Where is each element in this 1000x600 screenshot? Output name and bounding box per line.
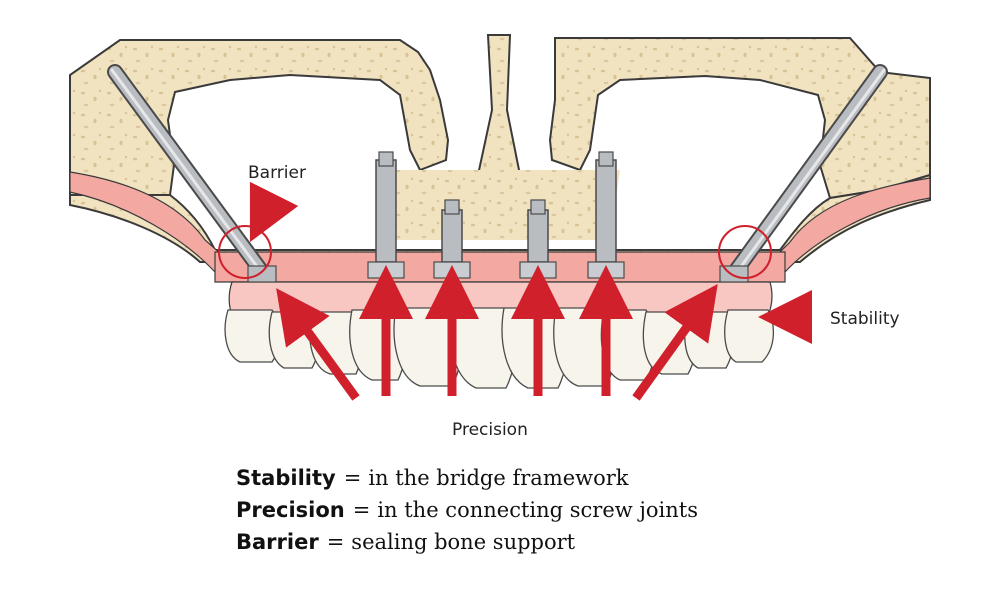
barrier-circle-left — [218, 225, 272, 279]
legend-term: Barrier — [236, 530, 319, 554]
bone-right — [548, 37, 931, 200]
legend-description: in the connecting screw joints — [377, 498, 699, 522]
gum-band — [214, 251, 786, 283]
legend-equals: = — [343, 466, 362, 490]
legend: Stability = in the bridge framework Prec… — [236, 466, 756, 562]
bone-lower-band — [380, 170, 620, 240]
legend-description: in the bridge framework — [368, 466, 629, 490]
stability-label: Stability — [830, 309, 900, 329]
gingiva — [69, 171, 931, 283]
legend-row-barrier: Barrier = sealing bone support — [236, 530, 756, 562]
legend-row-stability: Stability = in the bridge framework — [236, 466, 756, 498]
legend-term: Precision — [236, 498, 345, 522]
maxilla-bone — [69, 34, 931, 263]
barrier-label: Barrier — [248, 163, 306, 183]
barrier-circle-right — [718, 225, 772, 279]
legend-equals: = — [326, 530, 345, 554]
barrier-arrow — [249, 181, 299, 243]
legend-term: Stability — [236, 466, 336, 490]
arrows — [249, 181, 812, 401]
legend-row-precision: Precision = in the connecting screw join… — [236, 498, 756, 530]
legend-equals: = — [352, 498, 371, 522]
precision-label: Precision — [452, 420, 528, 440]
implant-tilted-left — [107, 64, 277, 283]
precision-arrow — [632, 284, 718, 401]
legend-description: sealing bone support — [351, 530, 576, 554]
tooth — [724, 309, 774, 363]
precision-arrow — [276, 288, 360, 401]
